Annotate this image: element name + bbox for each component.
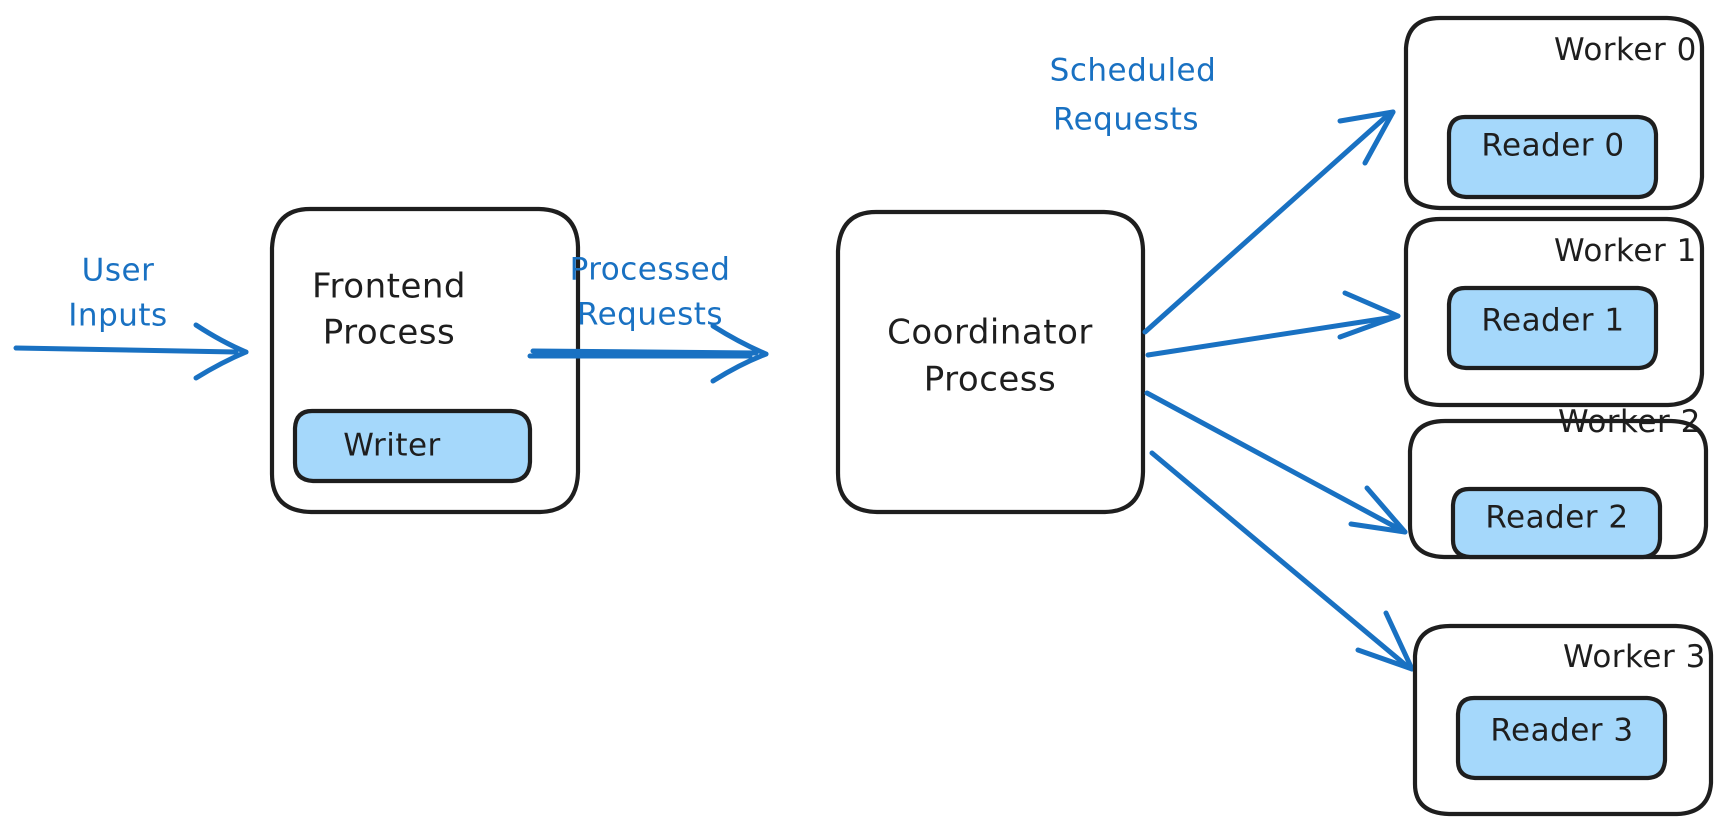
scheduled-requests-label-line1: Scheduled xyxy=(1050,53,1217,89)
arrow-worker1-head-lower xyxy=(1337,313,1401,340)
processed-requests-label-line2: Requests xyxy=(577,297,723,333)
reader-2-chip-fill xyxy=(1453,489,1660,557)
reader-2-chip-outline xyxy=(1450,486,1663,560)
chip-reader-1[interactable]: Reader 1 xyxy=(1446,285,1659,371)
edge-coordinator-to-worker-1 xyxy=(1145,290,1401,358)
coordinator-process-label-line1: Coordinator xyxy=(887,313,1093,353)
coordinator-process-label-line2: Process xyxy=(924,360,1056,400)
user-inputs-label-line2: Inputs xyxy=(68,298,167,334)
arrow-worker0-head-lower xyxy=(1362,109,1396,166)
user-inputs-arrow-line xyxy=(13,345,239,355)
coordinator-process-box xyxy=(835,209,1146,515)
arrow-worker2-head-upper xyxy=(1364,485,1408,535)
node-worker-3[interactable]: Worker 3 Reader 3 xyxy=(1412,623,1714,817)
user-inputs-label-line1: User xyxy=(82,253,155,289)
processed-requests-label-line1: Processed xyxy=(570,252,731,288)
arrow-worker3-line xyxy=(1149,450,1411,670)
chip-reader-2[interactable]: Reader 2 xyxy=(1450,486,1663,560)
arrow-worker3-head-upper xyxy=(1383,610,1415,672)
node-worker-1[interactable]: Worker 1 Reader 1 xyxy=(1403,216,1705,408)
reader-1-chip-fill xyxy=(1449,288,1656,368)
processed-requests-arrowhead-upper xyxy=(710,323,769,357)
edge-coordinator-to-worker-0 xyxy=(1142,109,1396,335)
arrow-worker0-line xyxy=(1142,111,1392,335)
edge-processed-requests: Processed Requests xyxy=(527,252,769,384)
edge-coordinator-to-worker-3 xyxy=(1149,450,1415,672)
arrow-worker1-line xyxy=(1145,314,1397,358)
edge-user-inputs: User Inputs xyxy=(13,253,249,381)
arrow-worker3-head-lower xyxy=(1355,647,1415,672)
node-worker-2[interactable]: Worker 2 Reader 2 xyxy=(1407,404,1709,560)
reader-0-chip-label: Reader 0 xyxy=(1481,128,1624,164)
writer-chip-outline xyxy=(292,408,533,484)
scheduled-requests-label-line2: Requests xyxy=(1053,102,1199,138)
worker-2-label: Worker 2 xyxy=(1558,404,1701,440)
processed-requests-arrowhead-lower xyxy=(710,351,769,384)
reader-3-chip-fill xyxy=(1458,698,1665,778)
arrow-worker2-head-lower xyxy=(1348,521,1408,535)
frontend-process-label-line1: Frontend xyxy=(312,267,466,307)
arrow-worker0-head-upper xyxy=(1337,109,1396,124)
writer-chip-label: Writer xyxy=(343,428,441,464)
chip-writer[interactable]: Writer xyxy=(292,408,533,484)
frontend-process-label-line2: Process xyxy=(323,313,455,353)
reader-0-chip-outline xyxy=(1446,114,1659,200)
worker-3-label: Worker 3 xyxy=(1563,639,1706,675)
writer-chip-fill xyxy=(295,411,530,481)
reader-1-chip-outline xyxy=(1446,285,1659,371)
reader-3-chip-outline xyxy=(1455,695,1668,781)
arrow-worker2-line xyxy=(1144,390,1404,533)
reader-2-chip-label: Reader 2 xyxy=(1485,500,1628,536)
reader-3-chip-label: Reader 3 xyxy=(1490,713,1633,749)
chip-reader-0[interactable]: Reader 0 xyxy=(1446,114,1659,200)
reader-0-chip-fill xyxy=(1449,117,1656,197)
node-frontend-process[interactable]: Frontend Process Writer xyxy=(269,206,581,515)
user-inputs-arrowhead-lower xyxy=(193,349,249,381)
edge-coordinator-to-worker-2 xyxy=(1144,390,1408,535)
arrow-worker1-head-upper xyxy=(1342,290,1401,319)
chip-reader-3[interactable]: Reader 3 xyxy=(1455,695,1668,781)
edge-scheduled-requests-label: Scheduled Requests xyxy=(1050,53,1217,138)
node-coordinator-process[interactable]: Coordinator Process xyxy=(835,209,1146,515)
worker-0-label: Worker 0 xyxy=(1554,32,1697,68)
reader-1-chip-label: Reader 1 xyxy=(1481,303,1624,339)
user-inputs-arrowhead-upper xyxy=(193,322,249,355)
processed-requests-arrow-line xyxy=(530,348,759,356)
node-worker-0[interactable]: Worker 0 Reader 0 xyxy=(1403,15,1705,211)
worker-1-label: Worker 1 xyxy=(1554,233,1697,269)
